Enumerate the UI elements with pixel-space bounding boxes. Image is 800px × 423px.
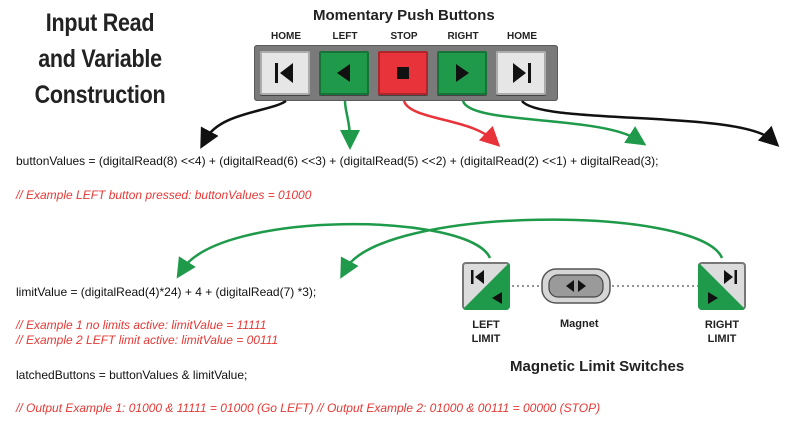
magnet-label: Magnet <box>560 318 599 330</box>
arrow-stop <box>402 100 501 147</box>
left-limit-label-2: LIMIT <box>471 333 501 345</box>
push-buttons-heading: Momentary Push Buttons <box>313 7 495 24</box>
limit-switches-heading: Magnetic Limit Switches <box>510 358 685 375</box>
home-left-icon <box>275 63 293 83</box>
limit-example-2-comment: // Example 2 LEFT limit active: limitVal… <box>16 333 279 347</box>
home-right-icon <box>513 63 531 83</box>
home-right-button[interactable] <box>496 51 546 95</box>
arrow-home-right <box>521 100 780 147</box>
output-examples-comment: // Output Example 1: 01000 & 11111 = 010… <box>16 401 601 415</box>
button-example-comment: // Example LEFT button pressed: buttonVa… <box>16 188 312 202</box>
arrow-left-limit <box>176 223 492 279</box>
magnet <box>541 268 611 304</box>
right-arrow-icon <box>456 64 469 82</box>
button-label-home-right: HOME <box>507 31 537 42</box>
button-label-left: LEFT <box>332 31 358 42</box>
limit-example-1-comment: // Example 1 no limits active: limitValu… <box>16 318 267 332</box>
button-label-stop: STOP <box>390 31 418 42</box>
right-limit-switch <box>698 262 746 310</box>
left-limit-icon <box>462 262 510 310</box>
stop-square-icon <box>397 67 409 79</box>
left-limit-switch <box>462 262 510 310</box>
left-arrow-icon <box>337 64 350 82</box>
title-line-2: and Variable <box>38 45 162 73</box>
right-limit-icon <box>698 262 746 310</box>
limit-value-line: limitValue = (digitalRead(4)*24) + 4 + (… <box>16 285 317 299</box>
button-label-right: RIGHT <box>447 31 479 42</box>
arrow-home-left <box>200 99 287 149</box>
button-label-home-left: HOME <box>271 31 301 42</box>
magnet-icon <box>541 268 611 304</box>
push-button-panel <box>254 45 558 101</box>
left-limit-label-1: LEFT <box>472 319 500 331</box>
arrow-left <box>339 100 360 150</box>
right-limit-label-1: RIGHT <box>704 319 740 331</box>
title-line-3: Construction <box>34 81 166 109</box>
latched-buttons-line: latchedButtons = buttonValues & limitVal… <box>16 368 248 382</box>
right-button[interactable] <box>437 51 487 95</box>
home-left-button[interactable] <box>260 51 310 95</box>
stop-button[interactable] <box>378 51 428 95</box>
title-line-1: Input Read <box>45 9 155 37</box>
arrow-right-limit <box>340 218 724 279</box>
arrow-right <box>461 100 647 146</box>
left-button[interactable] <box>319 51 369 95</box>
button-values-line: buttonValues = (digitalRead(8) <<4) + (d… <box>16 154 659 168</box>
right-limit-label-2: LIMIT <box>707 333 737 345</box>
